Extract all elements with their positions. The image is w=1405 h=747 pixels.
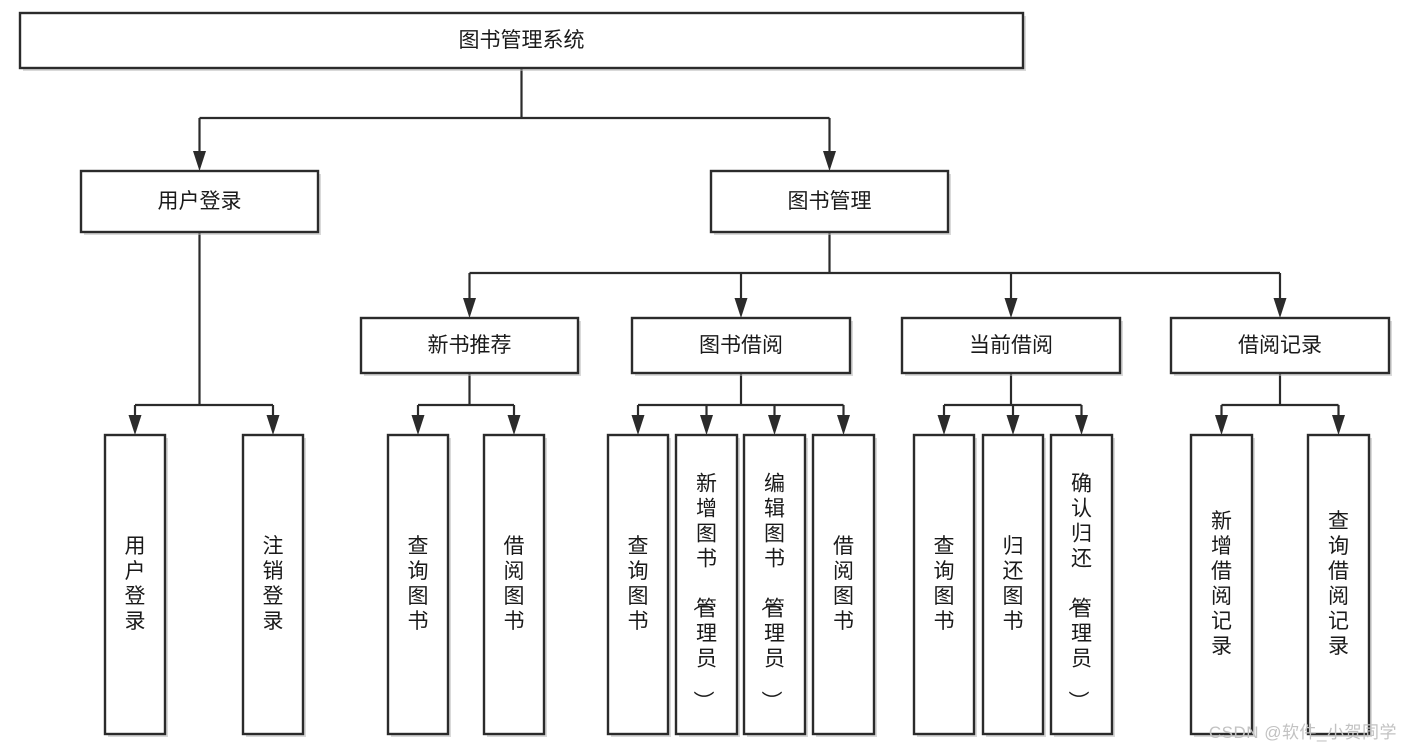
edge-new-book-recommend-0-arrowhead xyxy=(411,415,425,435)
node-label: 查询图书 xyxy=(408,535,429,633)
node-outline xyxy=(241,433,305,736)
node-leaf-return-book[interactable]: 归还图书 xyxy=(981,433,1046,737)
node-root[interactable]: 图书管理系统 xyxy=(18,11,1026,71)
node-label: 图书管理 xyxy=(788,190,872,213)
edge-book-borrow-1-arrowhead xyxy=(700,415,713,435)
node-label: 新书推荐 xyxy=(428,334,512,357)
node-new-book-recommend[interactable]: 新书推荐 xyxy=(359,316,581,376)
node-outline xyxy=(674,433,739,736)
node-outline xyxy=(1049,433,1114,736)
edge-new-book-recommend-1-arrowhead xyxy=(507,415,521,435)
node-outline xyxy=(630,316,852,375)
node-outline xyxy=(912,433,976,736)
node-label: 借阅记录 xyxy=(1238,334,1322,357)
node-outline xyxy=(900,316,1122,375)
node-book-borrow[interactable]: 图书借阅 xyxy=(630,316,853,376)
edge-book-borrow-2-arrowhead xyxy=(768,415,781,435)
node-outline xyxy=(18,11,1025,70)
node-outline xyxy=(103,433,167,736)
node-label: 查询图书 xyxy=(628,535,649,633)
node-outline xyxy=(1306,433,1371,736)
node-current-borrow[interactable]: 当前借阅 xyxy=(900,316,1123,376)
node-leaf-query-book-1[interactable]: 查询图书 xyxy=(386,433,451,737)
node-label: 查询借阅记录 xyxy=(1328,510,1349,658)
node-label: 新增图书（管理员） xyxy=(691,473,717,712)
node-outline xyxy=(79,169,320,234)
connector-layer xyxy=(128,68,1345,435)
node-leaf-confirm-return[interactable]: 确认归还（管理员） xyxy=(1049,433,1115,737)
node-leaf-add-record[interactable]: 新增借阅记录 xyxy=(1189,433,1255,737)
node-leaf-query-book-3[interactable]: 查询图书 xyxy=(912,433,977,737)
node-label: 图书管理系统 xyxy=(459,29,585,52)
edge-root-1-arrowhead xyxy=(823,151,836,171)
node-leaf-borrow-book-1[interactable]: 借阅图书 xyxy=(482,433,547,737)
edge-user-login-0-arrowhead xyxy=(128,415,142,435)
node-label: 归还图书 xyxy=(1003,535,1024,633)
node-leaf-logout[interactable]: 注销登录 xyxy=(241,433,306,737)
node-outline xyxy=(359,316,580,375)
csdn-watermark: CSDN @软件_小贺同学 xyxy=(1208,723,1397,742)
node-label: 用户登录 xyxy=(125,535,146,633)
edge-book-management-0-arrowhead xyxy=(463,298,476,318)
edge-root-0-arrowhead xyxy=(193,151,206,171)
edge-book-borrow-0-arrowhead xyxy=(631,415,645,435)
node-label: 图书借阅 xyxy=(699,334,783,357)
edge-current-borrow-0-arrowhead xyxy=(937,415,951,435)
node-leaf-edit-book[interactable]: 编辑图书（管理员） xyxy=(742,433,808,737)
node-outline xyxy=(742,433,807,736)
node-label: 注销登录 xyxy=(263,535,284,633)
node-outline xyxy=(709,169,950,234)
node-label: 确认归还（管理员） xyxy=(1066,473,1092,712)
node-user-login[interactable]: 用户登录 xyxy=(79,169,321,235)
node-outline xyxy=(482,433,546,736)
node-leaf-add-book[interactable]: 新增图书（管理员） xyxy=(674,433,740,737)
node-label: 当前借阅 xyxy=(969,334,1053,357)
node-layer: 图书管理系统用户登录用户登录注销登录图书管理新书推荐查询图书借阅图书图书借阅查询… xyxy=(18,11,1392,737)
edge-borrow-records-1-arrowhead xyxy=(1332,415,1345,435)
node-outline xyxy=(606,433,670,736)
node-label: 查询图书 xyxy=(934,535,955,633)
node-label: 编辑图书（管理员） xyxy=(759,473,785,712)
node-leaf-query-record[interactable]: 查询借阅记录 xyxy=(1306,433,1372,737)
node-leaf-user-login[interactable]: 用户登录 xyxy=(103,433,168,737)
edge-book-borrow-3-arrowhead xyxy=(837,415,850,435)
node-label: 用户登录 xyxy=(158,190,242,213)
node-label: 借阅图书 xyxy=(833,535,854,633)
node-borrow-records[interactable]: 借阅记录 xyxy=(1169,316,1392,376)
edge-book-management-1-arrowhead xyxy=(734,298,748,318)
node-leaf-borrow-book-2[interactable]: 借阅图书 xyxy=(811,433,877,737)
edge-user-login-1-arrowhead xyxy=(266,415,280,435)
edge-borrow-records-0-arrowhead xyxy=(1215,415,1228,435)
node-outline xyxy=(386,433,450,736)
node-outline xyxy=(1169,316,1391,375)
edge-current-borrow-1-arrowhead xyxy=(1006,415,1020,435)
node-leaf-query-book-2[interactable]: 查询图书 xyxy=(606,433,671,737)
edge-current-borrow-2-arrowhead xyxy=(1075,415,1088,435)
node-label: 借阅图书 xyxy=(504,535,525,633)
edge-book-management-2-arrowhead xyxy=(1004,298,1018,318)
node-book-management[interactable]: 图书管理 xyxy=(709,169,951,235)
node-outline xyxy=(1189,433,1254,736)
node-outline xyxy=(811,433,876,736)
node-label: 新增借阅记录 xyxy=(1211,510,1232,658)
edge-book-management-3-arrowhead xyxy=(1273,298,1287,318)
node-outline xyxy=(981,433,1045,736)
